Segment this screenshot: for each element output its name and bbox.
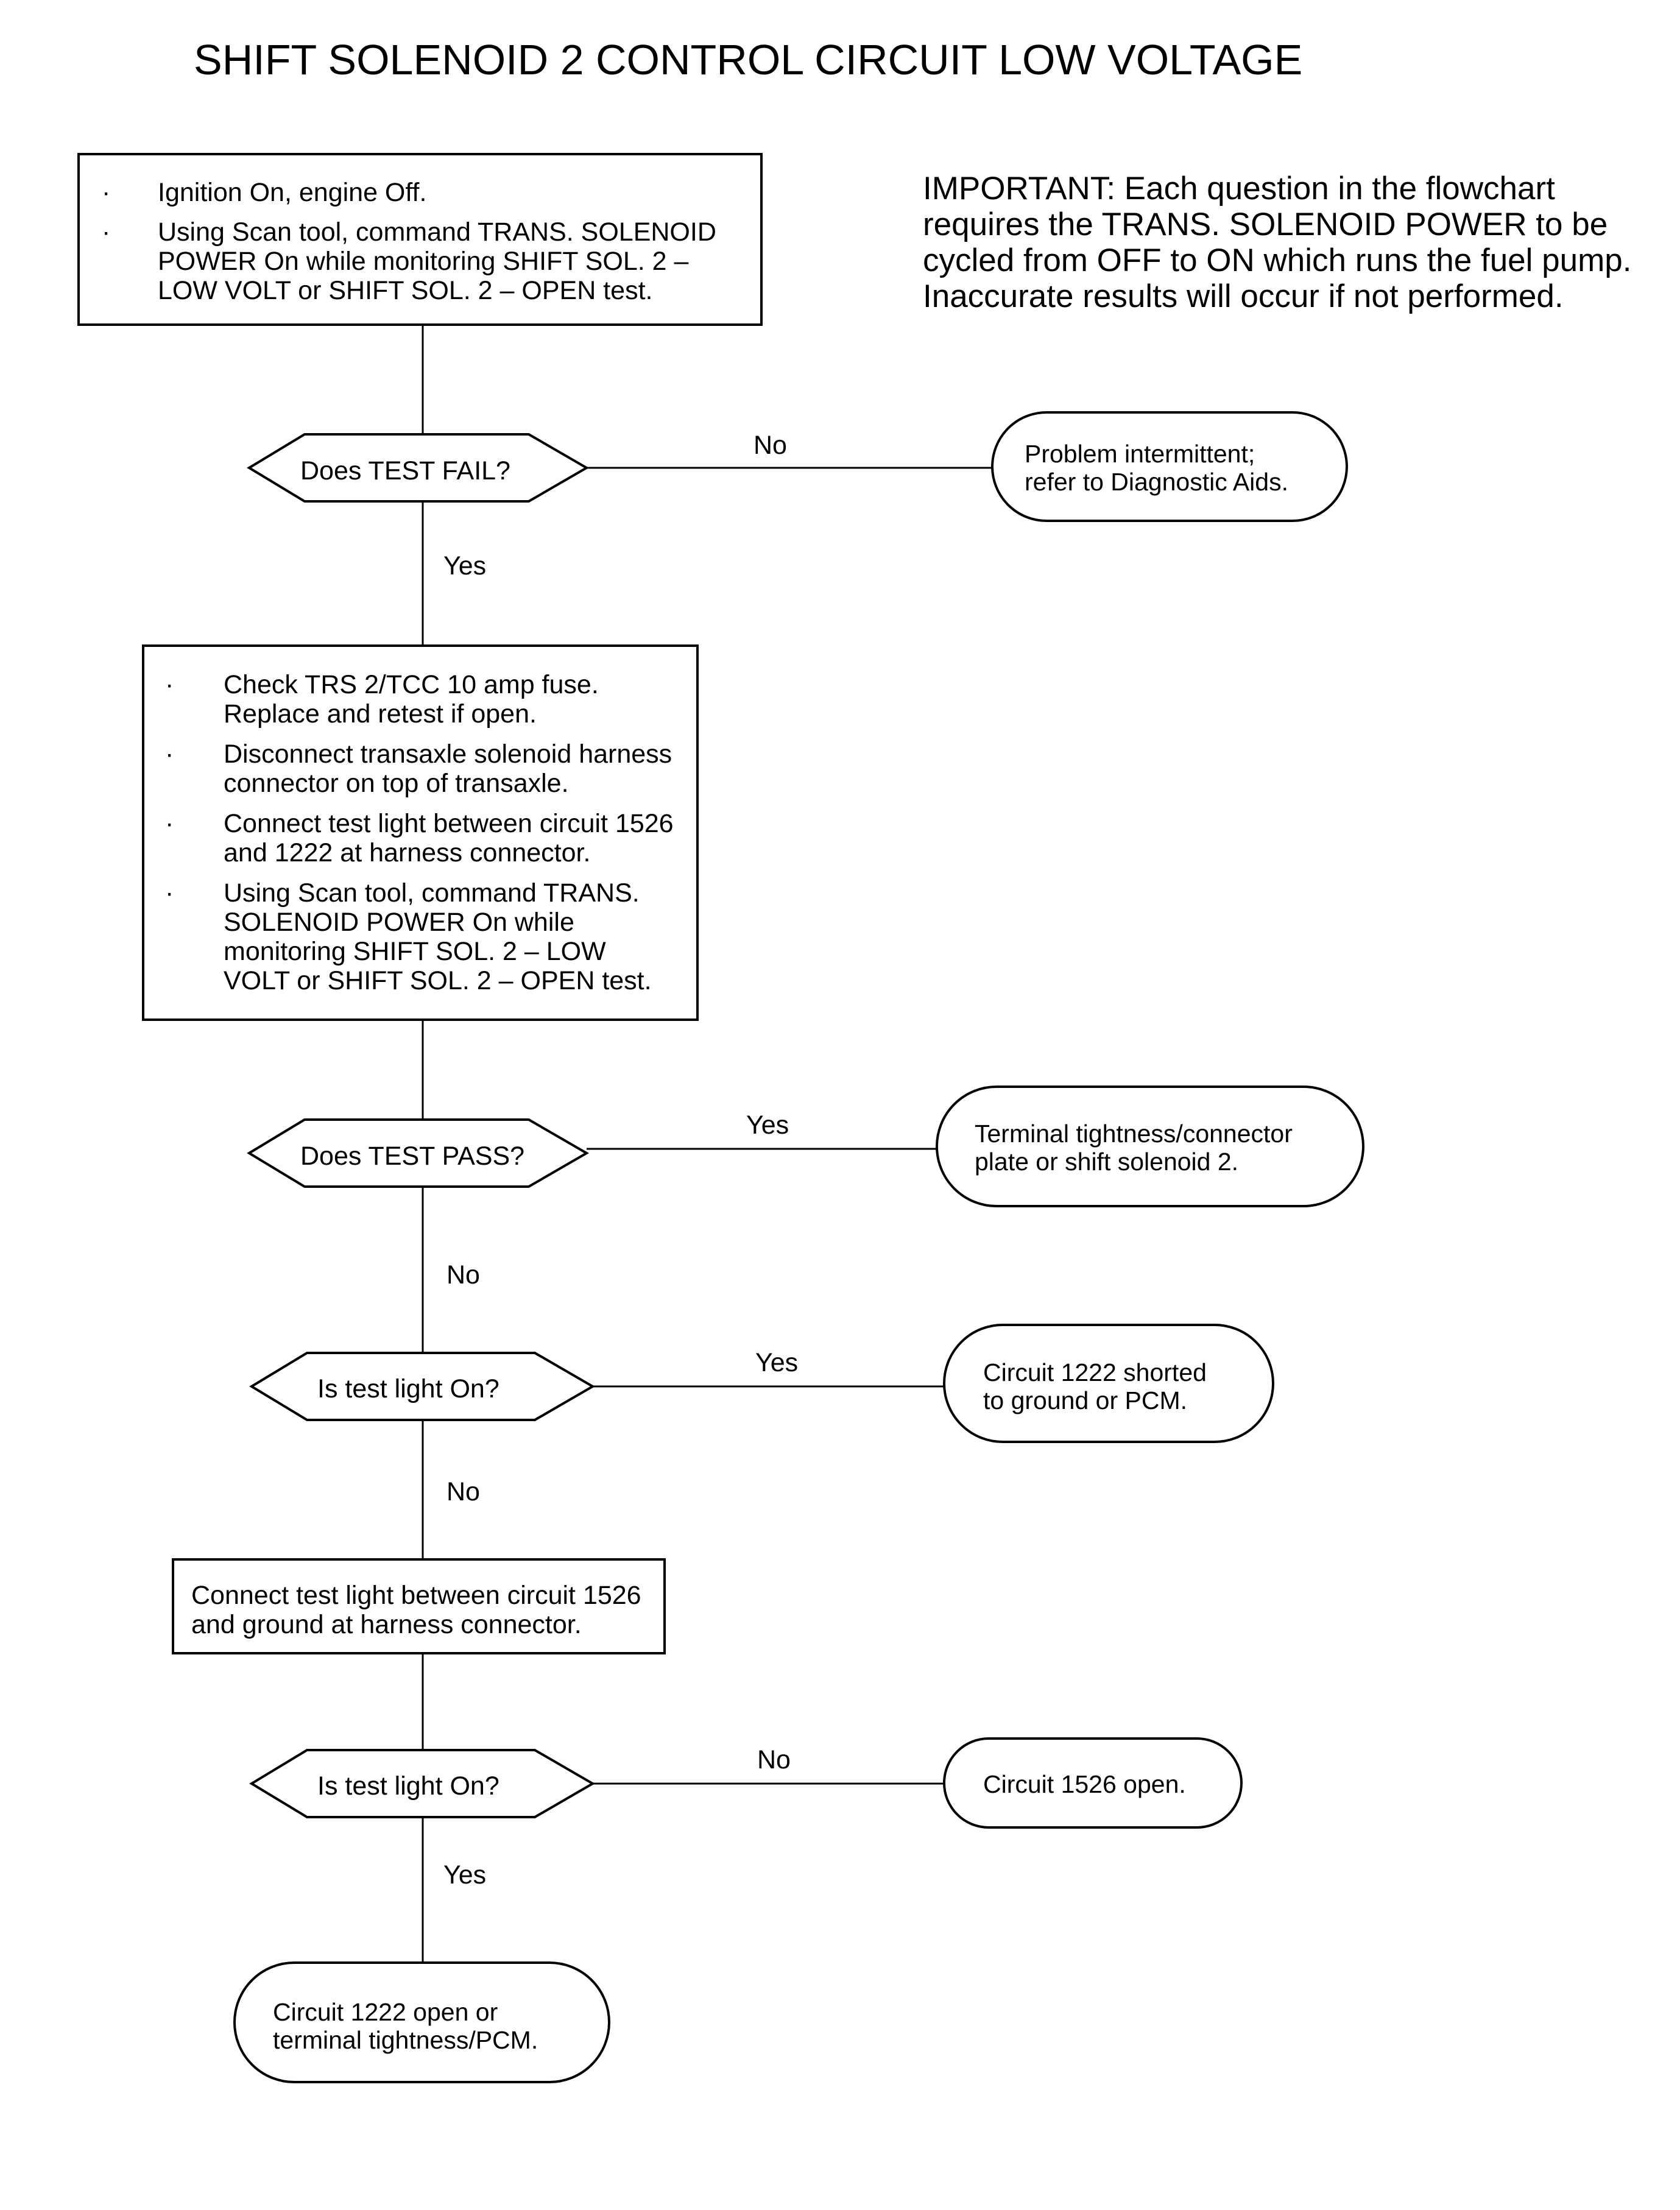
- decision2-no-label: No: [446, 1260, 480, 1290]
- step2-item-text: Replace and retest if open.: [224, 699, 537, 729]
- step3-text: Connect test light between circuit 1526: [191, 1581, 641, 1610]
- important-note-line: cycled from OFF to ON which runs the fue…: [923, 242, 1632, 278]
- result5-text: Circuit 1222 open or: [273, 1998, 498, 2026]
- step2-item-text: and 1222 at harness connector.: [224, 838, 591, 867]
- step2-box-outline: [142, 644, 699, 1021]
- decision4-yes-label: Yes: [443, 1860, 487, 1890]
- bullet: ·: [102, 178, 111, 207]
- decision1-question: Does TEST FAIL?: [300, 456, 510, 485]
- important-note-line: requires the TRANS. SOLENOID POWER to be: [923, 207, 1608, 242]
- result2-text: plate or shift solenoid 2.: [975, 1148, 1239, 1176]
- decision1-yes-label: Yes: [443, 551, 487, 581]
- result4-text: Circuit 1526 open.: [983, 1770, 1186, 1798]
- result3-text: to ground or PCM.: [983, 1386, 1187, 1414]
- result1-text: refer to Diagnostic Aids.: [1025, 468, 1288, 496]
- step2-item-text: VOLT or SHIFT SOL. 2 – OPEN test.: [224, 966, 652, 995]
- page-title: SHIFT SOLENOID 2 CONTROL CIRCUIT LOW VOL…: [194, 36, 1303, 83]
- step2-item-text: monitoring SHIFT SOL. 2 – LOW: [224, 937, 606, 966]
- step1-item-text: POWER On while monitoring SHIFT SOL. 2 –: [158, 247, 689, 276]
- decision2-question: Does TEST PASS?: [300, 1142, 525, 1171]
- step2-item-text: Check TRS 2/TCC 10 amp fuse.: [224, 670, 599, 699]
- step1-item-text: LOW VOLT or SHIFT SOL. 2 – OPEN test.: [158, 276, 653, 305]
- step3-text: and ground at harness connector.: [191, 1610, 582, 1639]
- decision4-no-label: No: [757, 1745, 791, 1774]
- bullet: ·: [165, 670, 174, 699]
- result1-outline: [991, 411, 1348, 522]
- step1-box-outline: [77, 153, 763, 326]
- step1-item-text: Using Scan tool, command TRANS. SOLENOID: [158, 217, 716, 247]
- decision4-question: Is test light On?: [317, 1771, 499, 1801]
- step1-item-text: Ignition On, engine Off.: [158, 178, 427, 207]
- decision3-yes-label: Yes: [755, 1348, 799, 1377]
- result2-outline: [936, 1086, 1364, 1207]
- bullet: ·: [102, 217, 111, 247]
- decision2-yes-label: Yes: [746, 1110, 789, 1140]
- step2-item-text: SOLENOID POWER On while: [224, 908, 574, 937]
- result3-outline: [943, 1324, 1274, 1443]
- decision3-question: Is test light On?: [317, 1374, 499, 1403]
- result3-text: Circuit 1222 shorted: [983, 1358, 1207, 1386]
- step2-item-text: connector on top of transaxle.: [224, 769, 569, 798]
- bullet: ·: [165, 878, 174, 908]
- important-note-line: IMPORTANT: Each question in the flowchar…: [923, 171, 1555, 207]
- decision1-no-label: No: [754, 431, 787, 460]
- step3-box-outline: [172, 1558, 666, 1654]
- bullet: ·: [165, 809, 174, 838]
- bullet: ·: [165, 740, 174, 769]
- decision3-no-label: No: [446, 1477, 480, 1506]
- important-note: IMPORTANT: Each question in the flowchar…: [923, 171, 1631, 314]
- result1-text: Problem intermittent;: [1025, 440, 1255, 468]
- important-note-line: Inaccurate results will occur if not per…: [923, 278, 1564, 314]
- result2-text: Terminal tightness/connector: [975, 1120, 1293, 1148]
- result5-text: terminal tightness/PCM.: [273, 2026, 538, 2054]
- decision2-outline: [247, 1118, 589, 1188]
- step2-item-text: Connect test light between circuit 1526: [224, 809, 674, 838]
- step2-item-text: Disconnect transaxle solenoid harness: [224, 740, 672, 769]
- step2-item-text: Using Scan tool, command TRANS.: [224, 878, 640, 908]
